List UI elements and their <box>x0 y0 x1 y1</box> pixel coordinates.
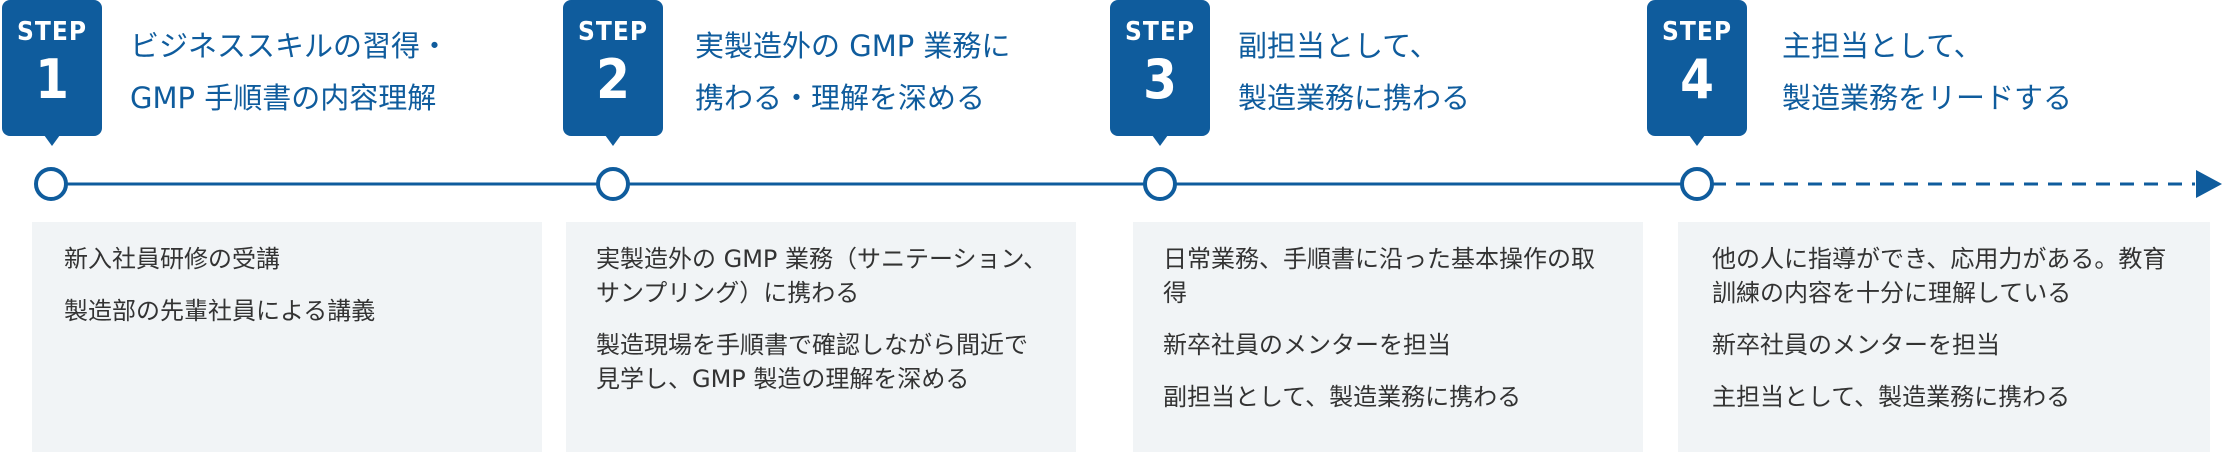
step-heading-line: 製造業務をリードする <box>1782 81 2073 115</box>
step-detail-item: 製造現場を手順書で確認しながら間近で見学し、GMP 製造の理解を深める <box>596 331 1028 393</box>
step-heading: 主担当として、 製造業務をリードする <box>1782 20 2182 124</box>
step-detail-item: 他の人に指導ができ、応用力がある。教育訓練の内容を十分に理解している <box>1712 245 2167 307</box>
step-heading-line: 主担当として、 <box>1782 29 1983 63</box>
step-detail-item: 新卒社員のメンターを担当 <box>1163 331 1451 359</box>
step-detail-item: 実製造外の GMP 業務（サニテーション、サンプリング）に携わる <box>596 245 1048 307</box>
step-detail-item: 製造部の先輩社員による講義 <box>64 297 376 325</box>
timeline-node-4 <box>1680 167 1714 201</box>
step-heading-line: 副担当として、 <box>1238 29 1439 63</box>
step-heading: 副担当として、 製造業務に携わる <box>1238 20 1638 124</box>
step-heading: 実製造外の GMP 業務に 携わる・理解を深める <box>695 20 1095 124</box>
step-number: 3 <box>1143 48 1177 111</box>
step-number: 1 <box>35 48 69 111</box>
step-badge-2: STEP 2 <box>563 0 663 146</box>
step-detail-item: 副担当として、製造業務に携わる <box>1163 383 1522 411</box>
step-detail-box-1: 新入社員研修の受講 製造部の先輩社員による講義 <box>32 222 542 452</box>
step-badge-4: STEP 4 <box>1647 0 1747 146</box>
step-badge-word: STEP <box>17 17 87 47</box>
timeline-arrow-icon <box>2196 170 2222 198</box>
step-badge-word: STEP <box>1662 17 1732 47</box>
step-heading: ビジネススキルの習得・ GMP 手順書の内容理解 <box>130 20 530 124</box>
step-detail-box-2: 実製造外の GMP 業務（サニテーション、サンプリング）に携わる 製造現場を手順… <box>566 222 1076 452</box>
step-heading-line: ビジネススキルの習得・ <box>130 29 450 63</box>
step-detail-box-4: 他の人に指導ができ、応用力がある。教育訓練の内容を十分に理解している 新卒社員の… <box>1678 222 2210 452</box>
step-number: 2 <box>596 48 630 111</box>
timeline-node-1 <box>34 167 68 201</box>
step-badge-1: STEP 1 <box>2 0 102 146</box>
step-heading-line: GMP 手順書の内容理解 <box>130 81 437 115</box>
timeline-node-2 <box>596 167 630 201</box>
step-badge-3: STEP 3 <box>1110 0 1210 146</box>
step-badge-word: STEP <box>1125 17 1195 47</box>
timeline-node-3 <box>1143 167 1177 201</box>
step-detail-box-3: 日常業務、手順書に沿った基本操作の取得 新卒社員のメンターを担当 副担当として、… <box>1133 222 1643 452</box>
step-badge-word: STEP <box>578 17 648 47</box>
step-heading-line: 携わる・理解を深める <box>695 81 986 115</box>
step-detail-item: 主担当として、製造業務に携わる <box>1712 383 2071 411</box>
step-detail-item: 日常業務、手順書に沿った基本操作の取得 <box>1163 245 1595 307</box>
step-detail-item: 新入社員研修の受講 <box>64 245 280 273</box>
step-detail-item: 新卒社員のメンターを担当 <box>1712 331 2000 359</box>
step-heading-line: 実製造外の GMP 業務に <box>695 29 1011 63</box>
step-number: 4 <box>1680 48 1714 111</box>
step-heading-line: 製造業務に携わる <box>1238 81 1471 115</box>
